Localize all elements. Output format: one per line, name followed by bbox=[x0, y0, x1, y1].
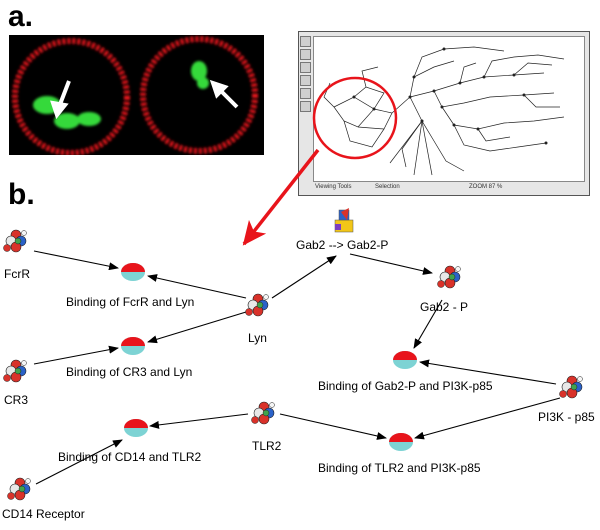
zoom-out-tool-icon bbox=[300, 75, 311, 86]
screenshot-toolbar bbox=[300, 36, 311, 116]
pi3k-label: PI3K - p85 bbox=[538, 410, 595, 424]
lyn-protein-icon bbox=[245, 293, 269, 317]
fcrr-protein-icon bbox=[3, 229, 27, 253]
link-tool-icon bbox=[300, 101, 311, 112]
cd14-label: CD14 Receptor bbox=[2, 507, 85, 521]
binding-tlr2-pi3k-icon bbox=[389, 433, 413, 451]
binding-gab2p-pi3k-icon bbox=[393, 351, 417, 369]
cr3-protein-icon bbox=[3, 359, 27, 383]
fcrr-label: FcrR bbox=[4, 267, 30, 281]
edge-lyn-binding-cr3 bbox=[147, 311, 247, 344]
callout-arrow bbox=[242, 148, 320, 246]
fluorescence-micrograph bbox=[9, 35, 264, 156]
lyn-label: Lyn bbox=[248, 331, 267, 345]
arrow-icon-left bbox=[50, 80, 71, 120]
pi3k-protein-icon bbox=[559, 375, 583, 399]
edge-pi3k-binding-gab2p bbox=[419, 359, 557, 385]
edge-pi3k-binding-tlr2 bbox=[414, 397, 561, 440]
arrow-icon-right bbox=[209, 79, 239, 109]
edge-lyn-gab2 bbox=[271, 255, 337, 299]
panel-b-label: b. bbox=[8, 178, 35, 211]
binding-cr3-lyn-label: Binding of CR3 and Lyn bbox=[66, 365, 192, 379]
binding-fcrr-lyn-icon bbox=[121, 263, 145, 281]
zoom-in-tool-icon bbox=[300, 62, 311, 73]
edge-tlr2-binding-pi3k bbox=[279, 413, 387, 440]
gab2-reaction-icon bbox=[334, 208, 354, 233]
binding-gab2p-pi3k-label: Binding of Gab2-P and PI3K-p85 bbox=[318, 379, 493, 393]
gab2-reaction-label: Gab2 --> Gab2-P bbox=[296, 238, 388, 252]
edge-gab2p-binding bbox=[413, 299, 443, 349]
panel-a-label: a. bbox=[8, 0, 34, 33]
binding-cd14-tlr2-icon bbox=[124, 419, 148, 437]
gab2p-label: Gab2 - P bbox=[420, 300, 468, 314]
screenshot-status-bar: Viewing Tools Selection ZOOM 87 % bbox=[313, 184, 585, 193]
cr3-label: CR3 bbox=[4, 393, 28, 407]
cell-membrane-left bbox=[12, 38, 130, 156]
edge-fcrr-binding bbox=[33, 250, 119, 271]
cd14-protein-icon bbox=[7, 477, 31, 501]
edge-gab2-gab2p bbox=[349, 253, 433, 275]
status-viewing-tools: Viewing Tools bbox=[315, 184, 352, 190]
edge-lyn-binding-fcrr bbox=[147, 274, 247, 299]
tlr2-protein-icon bbox=[251, 401, 275, 425]
binding-tlr2-pi3k-label: Binding of TLR2 and PI3K-p85 bbox=[318, 461, 481, 475]
binding-fcrr-lyn-label: Binding of FcrR and Lyn bbox=[66, 295, 194, 309]
callout-circle bbox=[312, 76, 398, 160]
binding-cr3-lyn-icon bbox=[121, 337, 145, 355]
binding-cd14-tlr2-label: Binding of CD14 and TLR2 bbox=[58, 450, 202, 464]
status-zoom: ZOOM 87 % bbox=[469, 184, 503, 190]
tlr2-label: TLR2 bbox=[252, 439, 282, 453]
cell-membrane-right bbox=[140, 36, 258, 154]
edge-tlr2-binding-cd14 bbox=[149, 413, 249, 429]
hand-tool-icon bbox=[300, 49, 311, 60]
gab2p-protein-icon bbox=[437, 265, 461, 289]
select-tool-icon bbox=[300, 88, 311, 99]
status-selection: Selection bbox=[375, 184, 400, 190]
edge-cr3-binding bbox=[33, 345, 119, 365]
pointer-tool-icon bbox=[300, 36, 311, 47]
green-cluster-right bbox=[191, 61, 209, 89]
edge-cd14-binding bbox=[35, 439, 123, 485]
